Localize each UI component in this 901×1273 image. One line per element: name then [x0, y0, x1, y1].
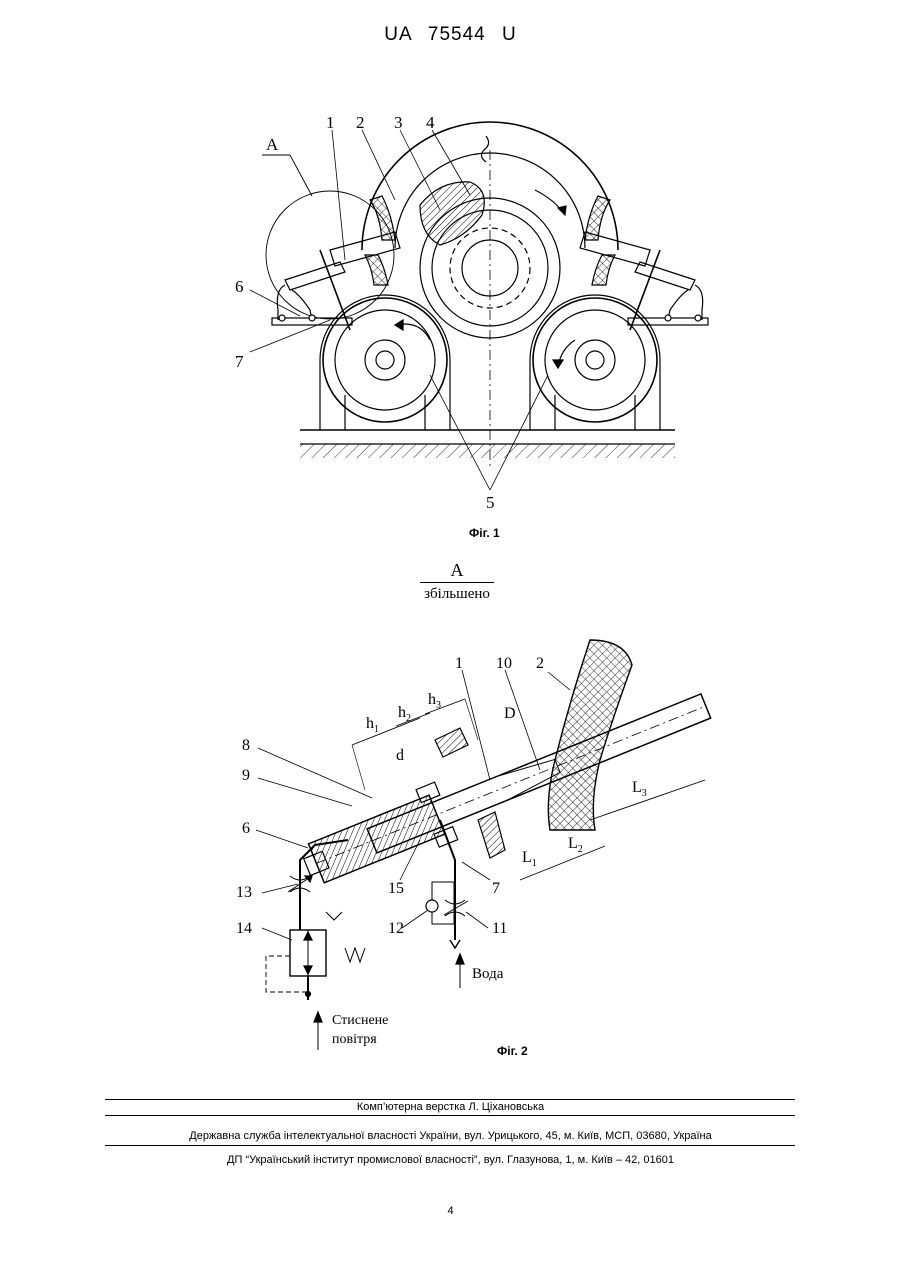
- dim-L3: L3: [632, 779, 647, 799]
- fig2-label-1: 1: [455, 655, 463, 672]
- figure-2-drawing: 1 10 2 8 9 6 13 14 15 7 12 11 h1 h2 h3 d…: [0, 0, 901, 1080]
- footer-rule-bottom: [105, 1145, 795, 1146]
- fig2-label-8: 8: [242, 737, 250, 754]
- fig2-label-6: 6: [242, 820, 250, 837]
- fig2-label-15: 15: [388, 880, 404, 897]
- footer-institute: ДП “Український інститут промислової вла…: [0, 1154, 901, 1166]
- fig2-label-7: 7: [492, 880, 500, 897]
- water-label: Вода: [472, 966, 504, 982]
- page-number: 4: [0, 1205, 901, 1217]
- dim-h3: h3: [428, 691, 441, 711]
- fig2-label-11: 11: [492, 920, 507, 937]
- fig2-label-2: 2: [536, 655, 544, 672]
- figure-2-caption: Фіг. 2: [497, 1044, 528, 1058]
- dim-D: D: [504, 705, 516, 722]
- dim-h1: h1: [366, 715, 379, 735]
- dim-h2: h2: [398, 704, 411, 724]
- footer-layout-credit: Комп’ютерна верстка Л. Ціхановська: [0, 1101, 901, 1113]
- fig2-label-12: 12: [388, 920, 404, 937]
- dim-L1: L1: [522, 849, 537, 869]
- footer-rule-top: [105, 1099, 795, 1100]
- air-label-line1: Стиснене: [332, 1013, 388, 1028]
- dim-d: d: [396, 747, 404, 764]
- fig2-label-10: 10: [496, 655, 512, 672]
- air-label-line2: повітря: [332, 1032, 377, 1047]
- fig2-label-14: 14: [236, 920, 252, 937]
- footer-agency: Державна служба інтелектуальної власност…: [0, 1130, 901, 1142]
- fig2-label-9: 9: [242, 767, 250, 784]
- footer-rule-middle: [105, 1115, 795, 1116]
- dim-L2: L2: [568, 835, 583, 855]
- fig2-label-13: 13: [236, 884, 252, 901]
